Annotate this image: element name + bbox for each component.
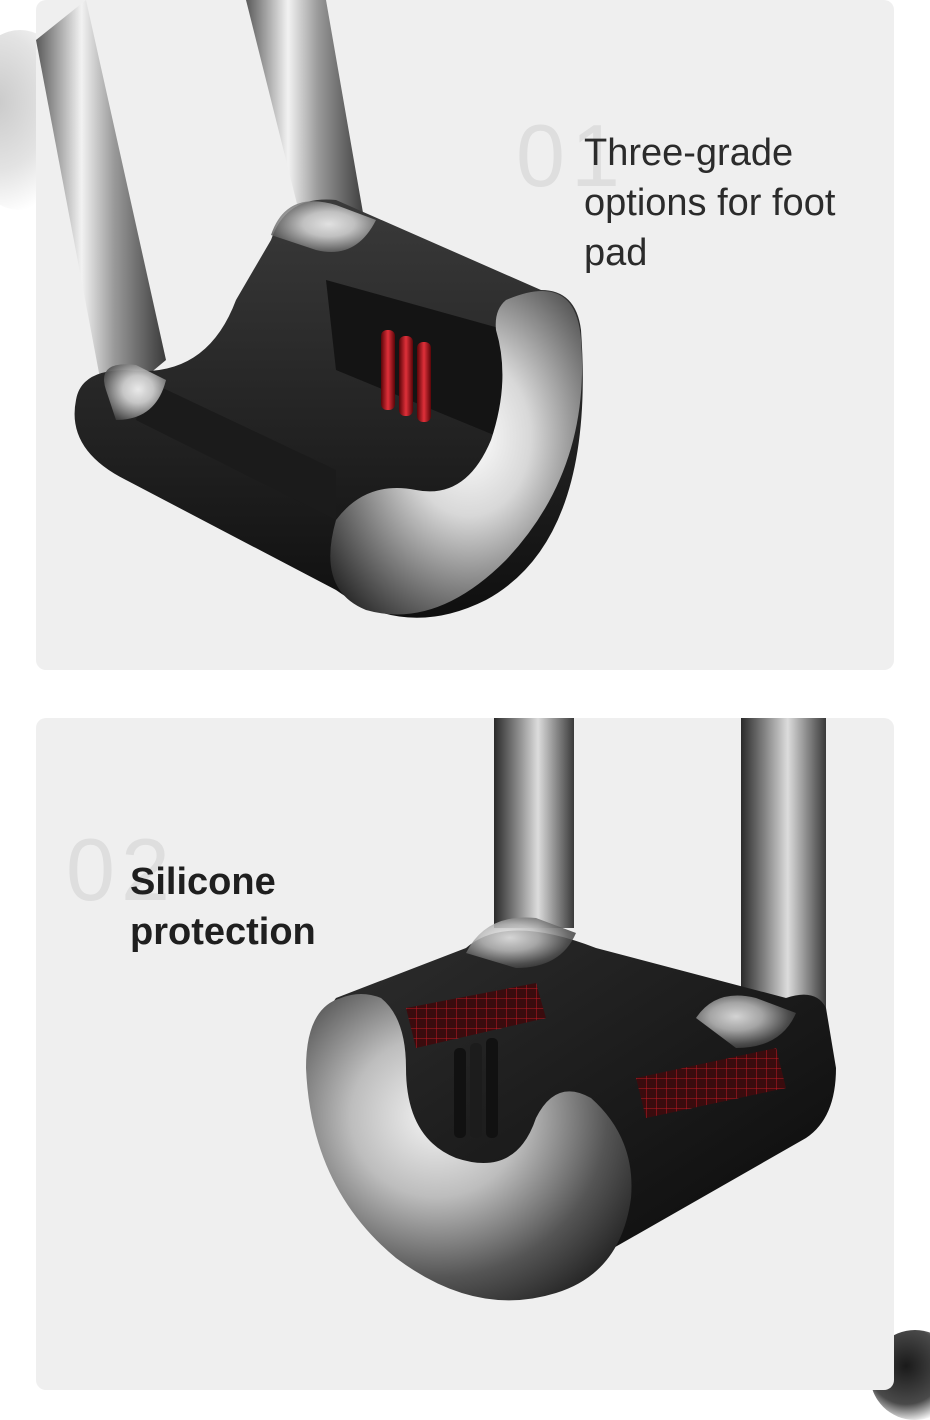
feature-title-silicone: Silicone protection [130,861,316,953]
feature-number-01: 01 [516,106,626,205]
feature-title-foot-pad: Three-grade options for foot pad [584,132,836,274]
feature-panel-1: 01 Three-grade options for foot pad [36,0,894,670]
foot-pad-holder-image [36,0,583,618]
silicone-holder-image [306,718,836,1301]
feature-number-02: 02 [66,820,176,919]
feature-panel-2: 02 Silicone protection [36,718,894,1390]
